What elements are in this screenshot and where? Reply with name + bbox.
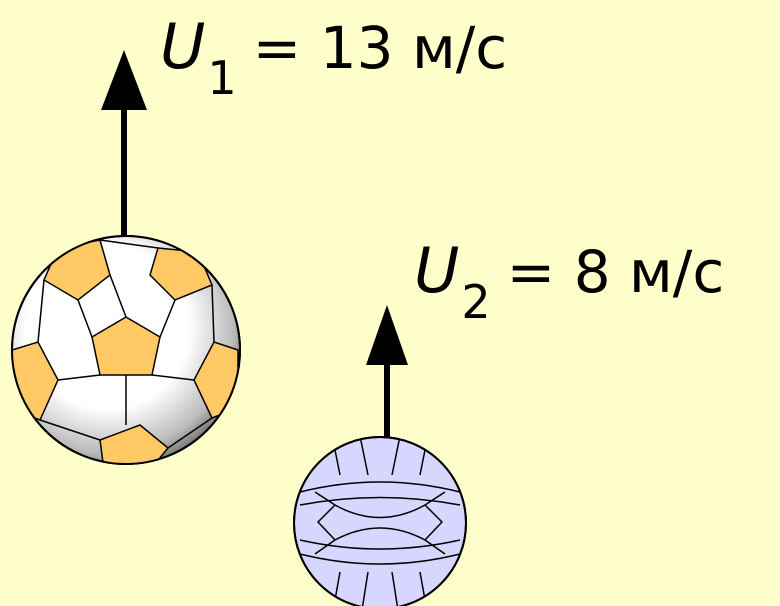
soccer-ball-icon: [11, 235, 241, 465]
velocity-1-label: U1= 13 м/с: [160, 16, 507, 102]
velocity-1-symbol: U: [160, 10, 206, 83]
velocity-1-arrow: [101, 50, 147, 240]
velocity-2-symbol: U: [414, 234, 460, 307]
velocity-2-label: U2= 8 м/с: [414, 240, 724, 326]
velocity-2-arrow: [366, 305, 408, 446]
volleyball-icon: [293, 436, 467, 606]
velocity-1-value: = 13 м/с: [252, 14, 508, 82]
velocity-2-subscript: 2: [461, 275, 491, 329]
velocity-1-subscript: 1: [207, 51, 237, 105]
velocity-2-value: = 8 м/с: [506, 238, 725, 306]
